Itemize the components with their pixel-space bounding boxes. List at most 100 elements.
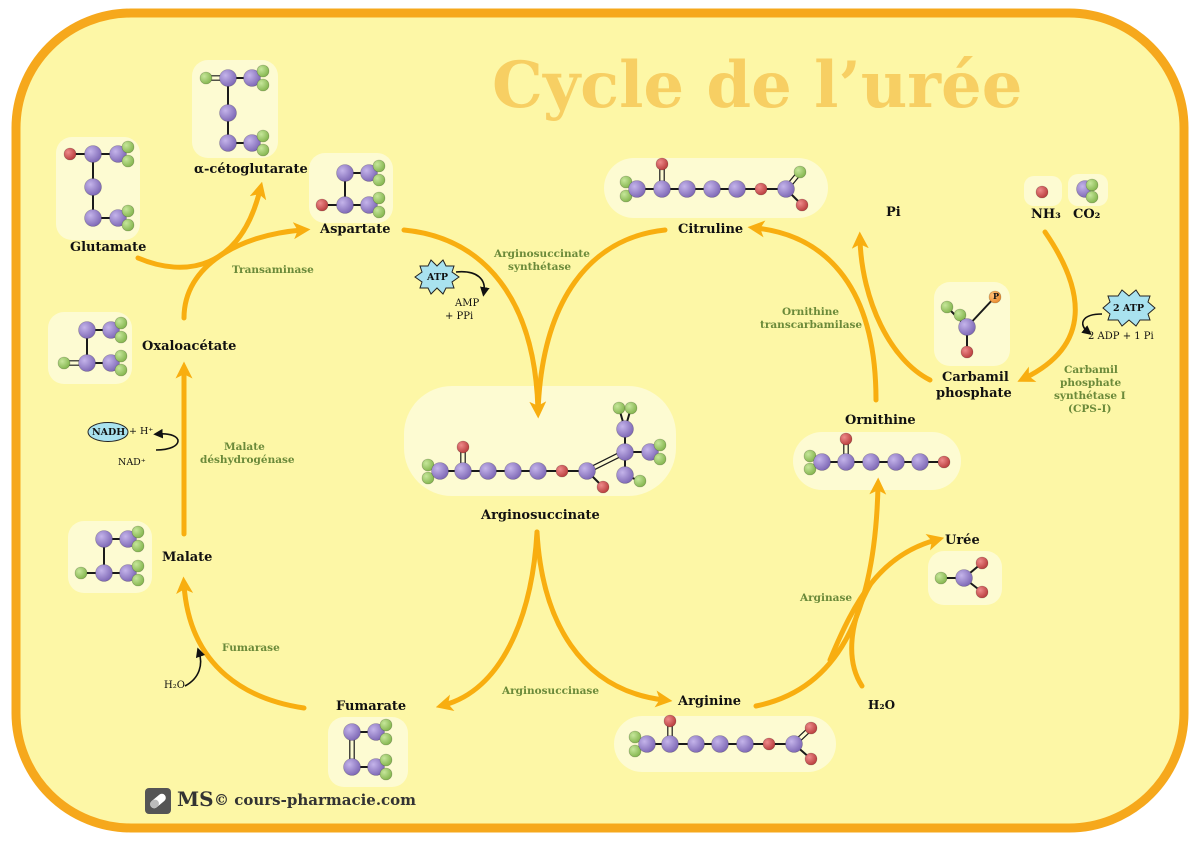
enzyme-cps-4: (CPS-I) (1068, 403, 1112, 415)
carbon-atom (95, 530, 113, 548)
carbon-atom (661, 735, 679, 753)
oxygen-atom (663, 714, 677, 728)
carbon-atom (813, 453, 831, 471)
carbon-atom (243, 134, 261, 152)
label-uree: Urée (945, 533, 980, 548)
enzyme-as-synthetase-2: synthétase (508, 261, 572, 273)
molecule-arginine (628, 714, 818, 766)
cofactor-arrows (153, 270, 1103, 687)
arrow-aspartate-to-argininosuccinate (401, 227, 547, 419)
carbon-atom (638, 735, 656, 753)
nadh-badge (87, 422, 129, 442)
oxygen-atom (762, 737, 776, 751)
hydrogen-atom (619, 189, 633, 203)
label-nh3: NH₃ (1031, 207, 1061, 222)
oxygen-atom (596, 480, 610, 494)
hydrogen-atom (131, 539, 145, 553)
carbon-atom (454, 462, 472, 480)
atp-label: ATP (427, 272, 449, 283)
hydrogen-atom (256, 64, 270, 78)
carbon-atom (641, 443, 659, 461)
label-carbamoyl-phosphate-2: phosphate (936, 386, 1012, 401)
oxygen-atom (960, 345, 974, 359)
carbon-atom (219, 69, 237, 87)
carbon-atom (703, 180, 721, 198)
oxygen-atom (555, 464, 569, 478)
reaction-arrows (135, 181, 1078, 712)
carbon-atom (578, 462, 596, 480)
enzyme-otc-1: Ornithine (782, 306, 840, 318)
hydrogen-atom (653, 452, 667, 466)
enzyme-cps-1: Carbamil (1064, 364, 1118, 376)
enzyme-cps-2: phosphate (1060, 377, 1122, 389)
carbon-atom (529, 462, 547, 480)
hydrogen-atom (199, 71, 213, 85)
oxygen-atom (975, 585, 989, 599)
hydrogen-atom (372, 173, 386, 187)
enzyme-transaminase: Transaminase (232, 264, 314, 276)
oxygen-atom (839, 432, 853, 446)
molecule-glutamate (63, 140, 135, 232)
carbon-atom (367, 723, 385, 741)
carbon-atom (616, 443, 634, 461)
carbon-atom (119, 564, 137, 582)
carbon-atom (360, 164, 378, 182)
molecule-carbamoyl-phosphate (940, 290, 1002, 359)
carbon-atom (367, 758, 385, 776)
oxygen-atom (456, 440, 470, 454)
carbon-atom (102, 321, 120, 339)
molecule-co2 (1076, 178, 1099, 204)
arrow-split-to-fumarate (435, 529, 540, 712)
arrow-nh3-co2-to-carbamoylp (1017, 229, 1078, 382)
hydrogen-atom (619, 175, 633, 189)
oxygen-atom (63, 147, 77, 161)
arrow-citrulline-to-argininosuccinate (535, 227, 668, 415)
label-malate: Malate (162, 550, 213, 565)
hydrogen-atom (628, 744, 642, 758)
oxygen-atom (804, 721, 818, 735)
two-atp-burst (1102, 289, 1156, 327)
molecule-ornithine (803, 432, 951, 476)
two-atp-label: 2 ATP (1113, 303, 1144, 314)
carbon-atom (736, 735, 754, 753)
hydrogen-atom (1085, 178, 1099, 192)
label-h2o-arginase: H₂O (868, 698, 896, 712)
hydrogen-atom (421, 471, 435, 485)
footer-ms: MS (177, 787, 214, 811)
hydrogen-atom (793, 165, 807, 179)
arrow-arginine-to-ornithine (753, 477, 887, 709)
hydrogen-atom (256, 129, 270, 143)
carbon-atom (78, 321, 96, 339)
carbon-atom (102, 354, 120, 372)
footer-copyright: © cours-pharmacie.com (214, 791, 417, 809)
carbon-atom (958, 318, 976, 336)
hydrogen-atom (379, 718, 393, 732)
hydrogen-atom (121, 218, 135, 232)
arrow-oxaloacetate-to-aspartate (181, 222, 311, 321)
hydrogen-atom (131, 559, 145, 573)
carbon-atom (616, 420, 634, 438)
enzyme-as-synthetase-1: Arginosuccinate (494, 248, 590, 260)
arrow-fumarate-to-malate (176, 576, 307, 711)
enzyme-arginase: Arginase (800, 592, 853, 604)
hydrogen-atom (372, 159, 386, 173)
atp-burst (414, 259, 460, 295)
carbon-atom (504, 462, 522, 480)
amp-label-1: AMP (455, 298, 480, 309)
molecule-uree (934, 556, 989, 599)
hydrogen-atom (131, 573, 145, 587)
carbon-atom (862, 453, 880, 471)
oxygen-atom (937, 455, 951, 469)
carbon-atom (84, 178, 102, 196)
carbon-atom (109, 209, 127, 227)
label-arginine: Arginine (678, 694, 742, 709)
enzyme-malate-dh-1: Malate (224, 441, 265, 453)
molecule-fumarate (343, 718, 393, 781)
carbon-atom (628, 180, 646, 198)
label-h2o-fumarase: H₂O (164, 680, 185, 691)
label-citrulline: Citruline (678, 222, 744, 237)
page-title: Cycle de l’urée (492, 48, 1023, 123)
hydrogen-atom (114, 330, 128, 344)
